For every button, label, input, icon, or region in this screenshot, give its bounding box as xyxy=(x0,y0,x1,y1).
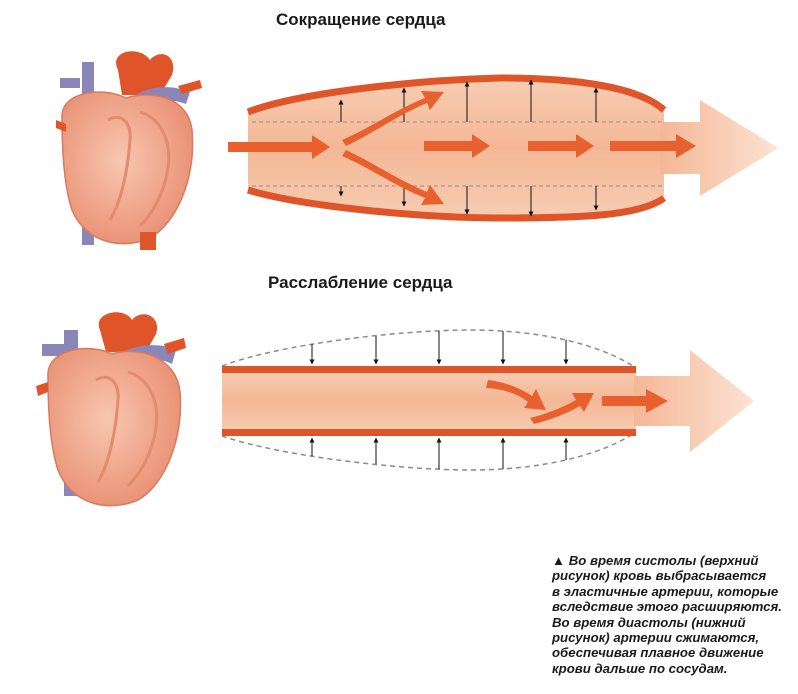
contraction-arrows-bottom xyxy=(309,331,569,469)
artery-contracted xyxy=(221,329,754,471)
heart-top xyxy=(56,51,202,250)
aorta-top xyxy=(116,51,174,95)
aorta-bottom xyxy=(98,312,158,352)
caption-line-8: крови дальше по сосудам. xyxy=(552,660,728,676)
systole-title: Сокращение сердца xyxy=(276,10,446,29)
blood-flow-bottom xyxy=(486,380,668,424)
heart-bottom xyxy=(36,312,186,507)
caption-line-4: вследствие этого расширяются. xyxy=(552,599,782,615)
caption-line-6: рисунок) артерии сжимаются, xyxy=(552,630,760,646)
artery-top-upper-wall xyxy=(246,74,667,116)
artery-bottom-upper-wall xyxy=(222,366,636,373)
outflow-arrow-top xyxy=(660,100,778,196)
artery-bottom-lumen xyxy=(222,370,636,432)
blood-flow-top xyxy=(228,91,696,205)
outflow-arrow-bottom xyxy=(634,350,754,452)
caption-line-3: в эластичные артерии, которые xyxy=(552,583,779,599)
caption-line-1: ▲ Во время систолы (верхний xyxy=(552,553,759,568)
expansion-arrows-top xyxy=(338,79,599,217)
caption-line-2: рисунок) кровь выбрасывается xyxy=(552,568,767,584)
caption-line-5: Во время диастолы (нижний xyxy=(552,614,746,630)
expanded-outline-lower xyxy=(221,431,637,471)
artery-top-lower-wall xyxy=(246,186,667,222)
expanded-outline-upper xyxy=(221,329,637,369)
figure-caption: ▲ Во время систолы (верхний рисунок) кро… xyxy=(552,553,792,676)
triangle-marker-icon: ▲ xyxy=(552,553,566,568)
caption-line-7: обеспечивая плавное движение xyxy=(552,645,764,661)
diastole-title: Расслабление сердца xyxy=(268,273,453,292)
artery-bottom-lower-wall xyxy=(222,429,636,436)
